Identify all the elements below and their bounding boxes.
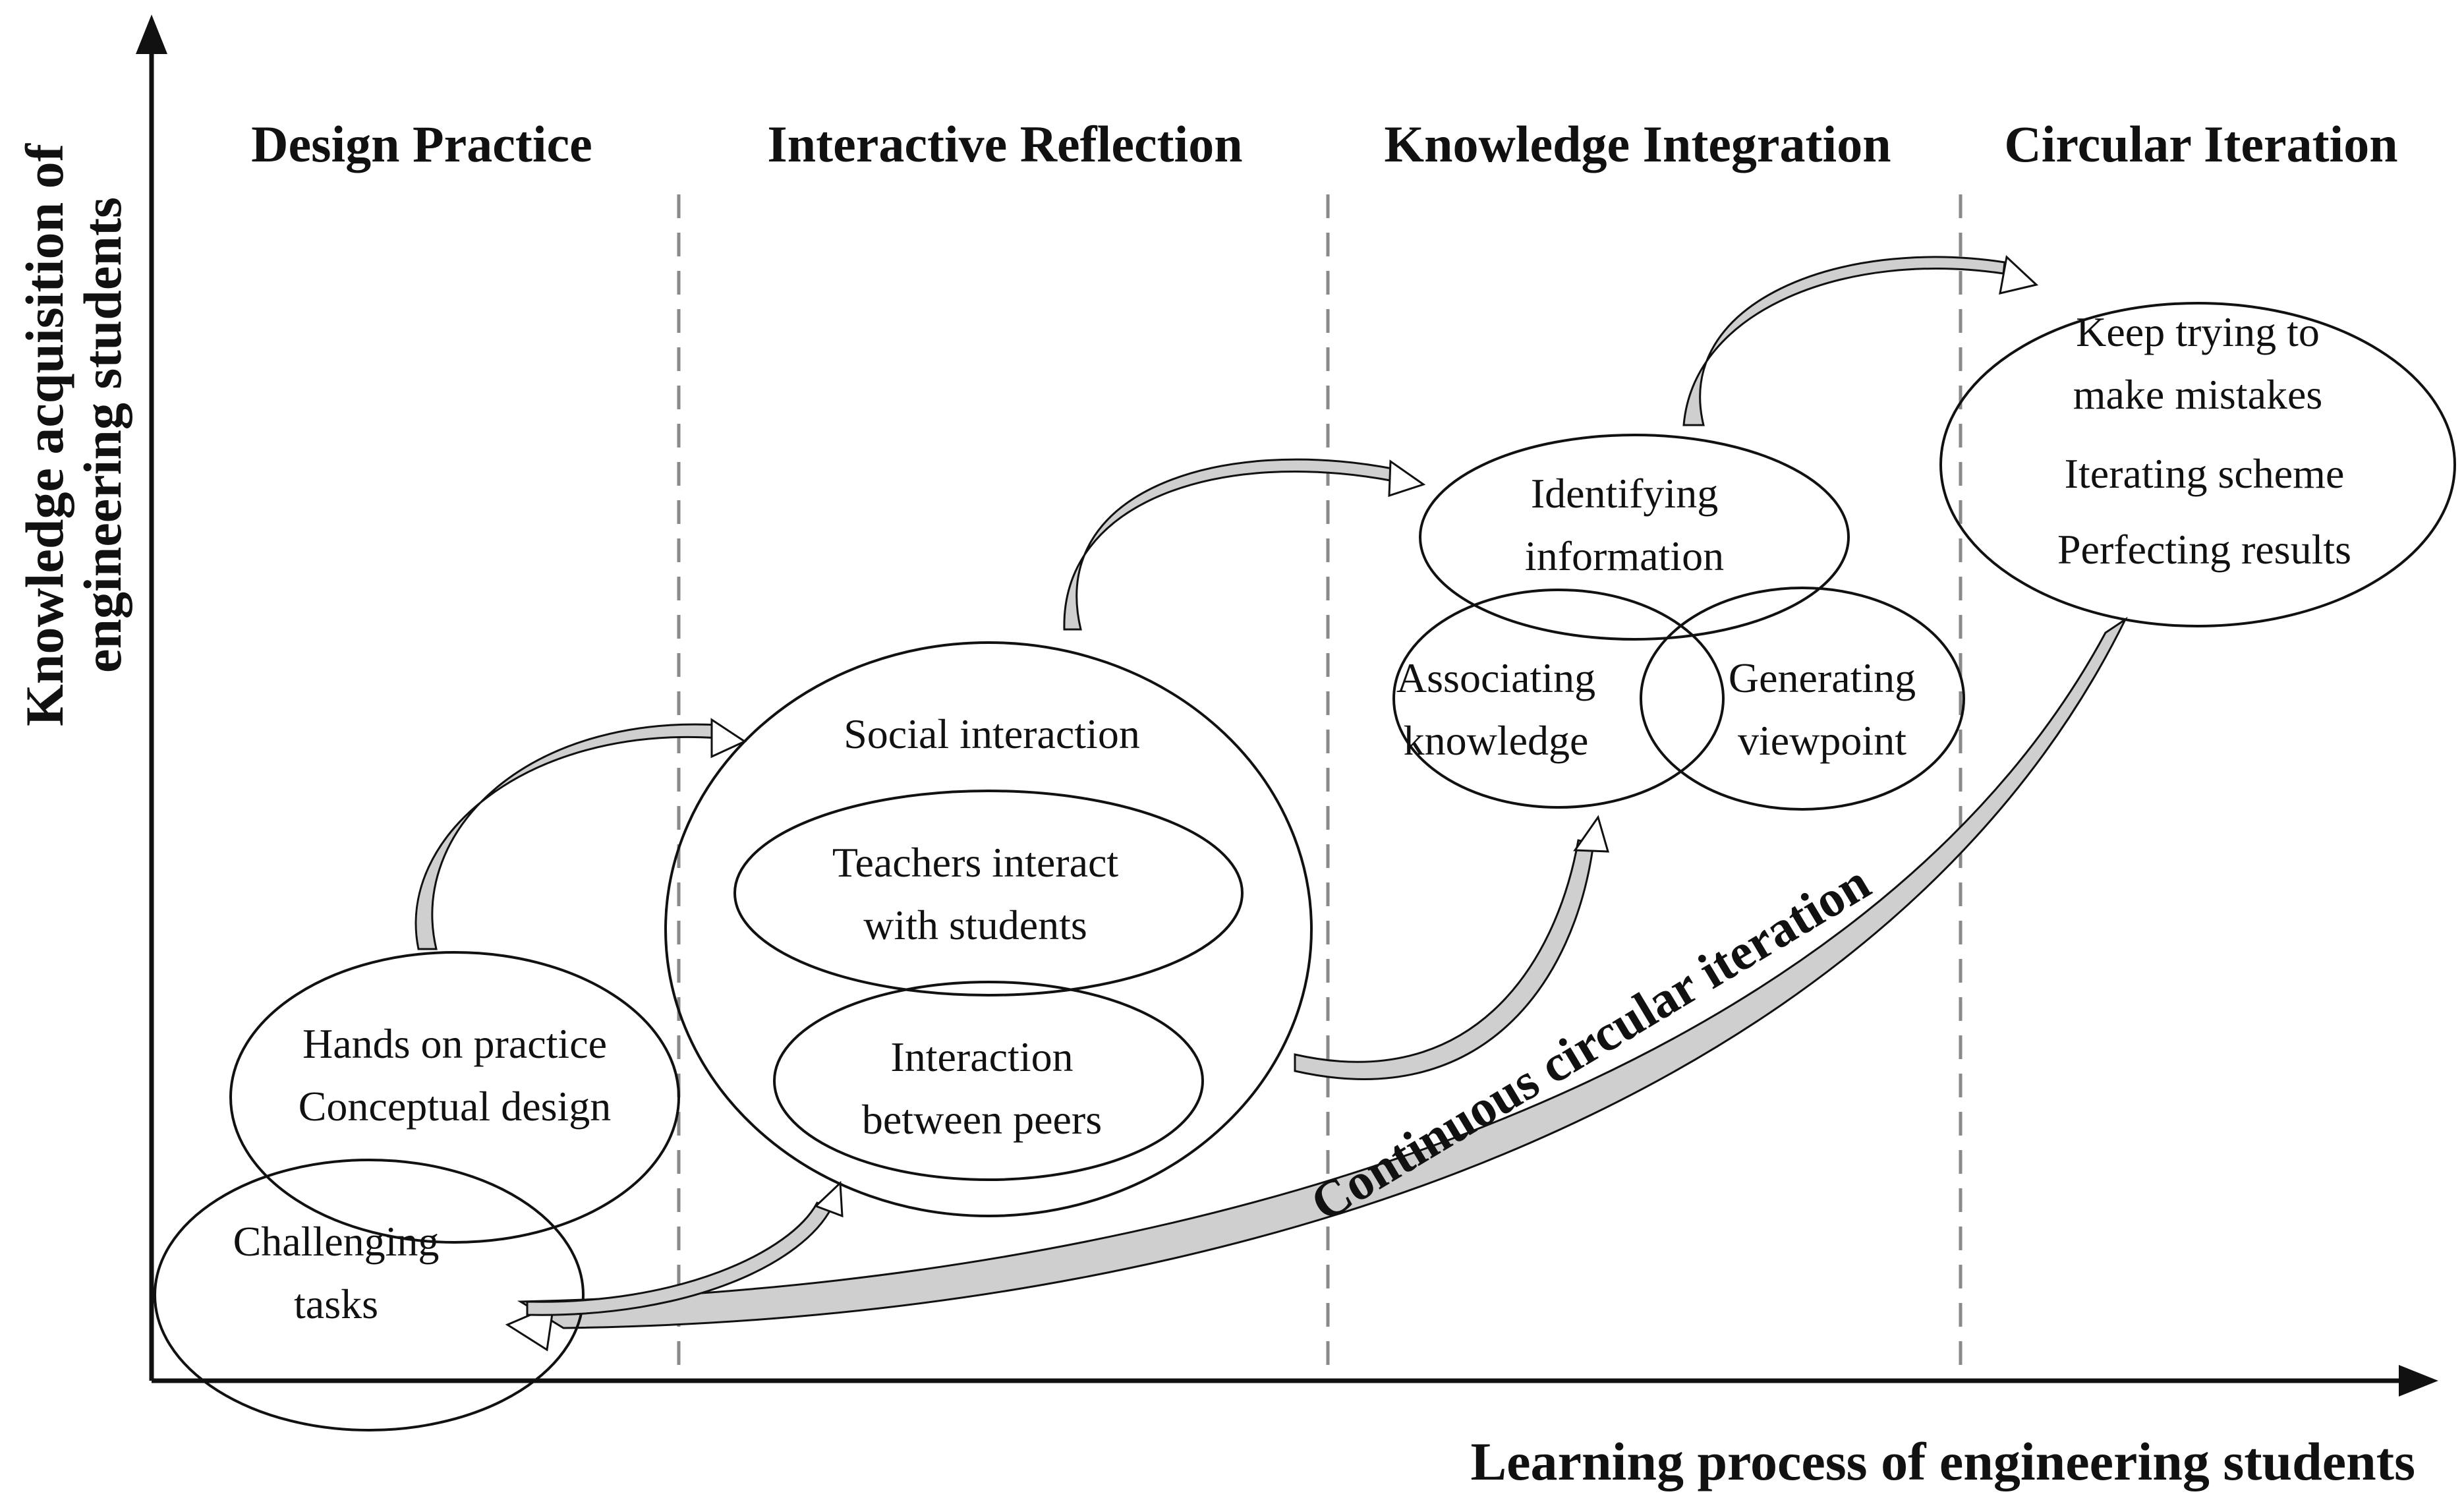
social-interaction-label: Social interaction	[844, 710, 1140, 757]
y-axis-label-line2: engineering students	[72, 197, 132, 673]
identifying-information-label-2: information	[1525, 533, 1724, 579]
arrowhead-tasks-to-peers	[814, 1180, 844, 1218]
y-axis-arrowhead	[136, 14, 167, 54]
flow-arrows	[415, 255, 2039, 1316]
phase-dividers	[677, 194, 1963, 1377]
phase-titles: Design Practice Interactive Reflection K…	[251, 115, 2397, 173]
challenging-tasks-label-2: tasks	[294, 1281, 378, 1327]
iteration-label-2: make mistakes	[2073, 371, 2323, 418]
hands-on-practice-label-2: Conceptual design	[299, 1083, 612, 1130]
social-interaction-ellipse	[664, 641, 1313, 1217]
design-practice-nodes: Challenging tasks Hands on practice Conc…	[154, 951, 680, 1431]
identifying-information-ellipse	[1419, 434, 1850, 641]
axes	[136, 14, 2438, 1397]
identifying-information-label-1: Identifying	[1531, 470, 1718, 517]
arrowhead-identifying-to-iteration	[1999, 255, 2039, 295]
challenging-tasks-label-1: Challenging	[233, 1218, 440, 1265]
associating-knowledge-label-2: knowledge	[1404, 717, 1589, 764]
iteration-label-3: Iterating scheme	[2065, 450, 2345, 497]
teachers-interact-label-1: Teachers interact	[832, 839, 1119, 886]
arrow-identifying-to-iteration	[1682, 256, 2006, 426]
phase-title-interactive-reflection: Interactive Reflection	[767, 115, 1242, 173]
circular-iteration-nodes: Keep trying to make mistakes Iterating s…	[1939, 302, 2456, 627]
generating-viewpoint-label-2: viewpoint	[1738, 717, 1906, 764]
associating-knowledge-label-1: Associating	[1396, 654, 1595, 701]
hands-on-practice-label-1: Hands on practice	[302, 1020, 607, 1067]
iteration-label-1: Keep trying to	[2076, 308, 2320, 355]
phase-title-design-practice: Design Practice	[251, 115, 592, 173]
iteration-ellipse	[1939, 302, 2456, 627]
challenging-tasks-ellipse	[154, 1159, 585, 1431]
arrowhead-hands-on-to-social	[710, 718, 747, 759]
arrow-hands-on-to-social	[415, 723, 720, 950]
generating-viewpoint-ellipse	[1640, 587, 1965, 811]
phase-title-circular-iteration: Circular Iteration	[2004, 115, 2397, 173]
peer-interaction-label-1: Interaction	[890, 1033, 1073, 1080]
teachers-interact-label-2: with students	[863, 902, 1087, 948]
x-axis-arrowhead	[2399, 1365, 2438, 1397]
interactive-reflection-nodes: Social interaction Teachers interact wit…	[664, 641, 1313, 1217]
peer-interaction-ellipse	[773, 981, 1204, 1181]
knowledge-integration-nodes: Identifying information Associating know…	[1392, 434, 1965, 811]
associating-knowledge-ellipse	[1392, 589, 1725, 809]
arrow-social-to-identifying	[1063, 458, 1397, 631]
generating-viewpoint-label-1: Generating	[1729, 654, 1916, 701]
iteration-label-4: Perfecting results	[2057, 526, 2351, 573]
continuous-circular-iteration-label: Continuous circular iteration	[1301, 853, 1879, 1232]
hands-on-practice-ellipse	[229, 951, 680, 1244]
teachers-interact-ellipse	[733, 790, 1244, 997]
y-axis-label-line1: Knowledge acquisition of	[14, 142, 74, 726]
x-axis-label: Learning process of engineering students	[1470, 1431, 2415, 1491]
peer-interaction-label-2: between peers	[862, 1096, 1102, 1143]
y-axis-label: Knowledge acquisition of engineering stu…	[14, 142, 132, 726]
arrowhead-social-to-associating	[1573, 815, 1610, 853]
phase-title-knowledge-integration: Knowledge Integration	[1384, 115, 1891, 173]
arrowhead-social-to-identifying	[1388, 459, 1426, 498]
